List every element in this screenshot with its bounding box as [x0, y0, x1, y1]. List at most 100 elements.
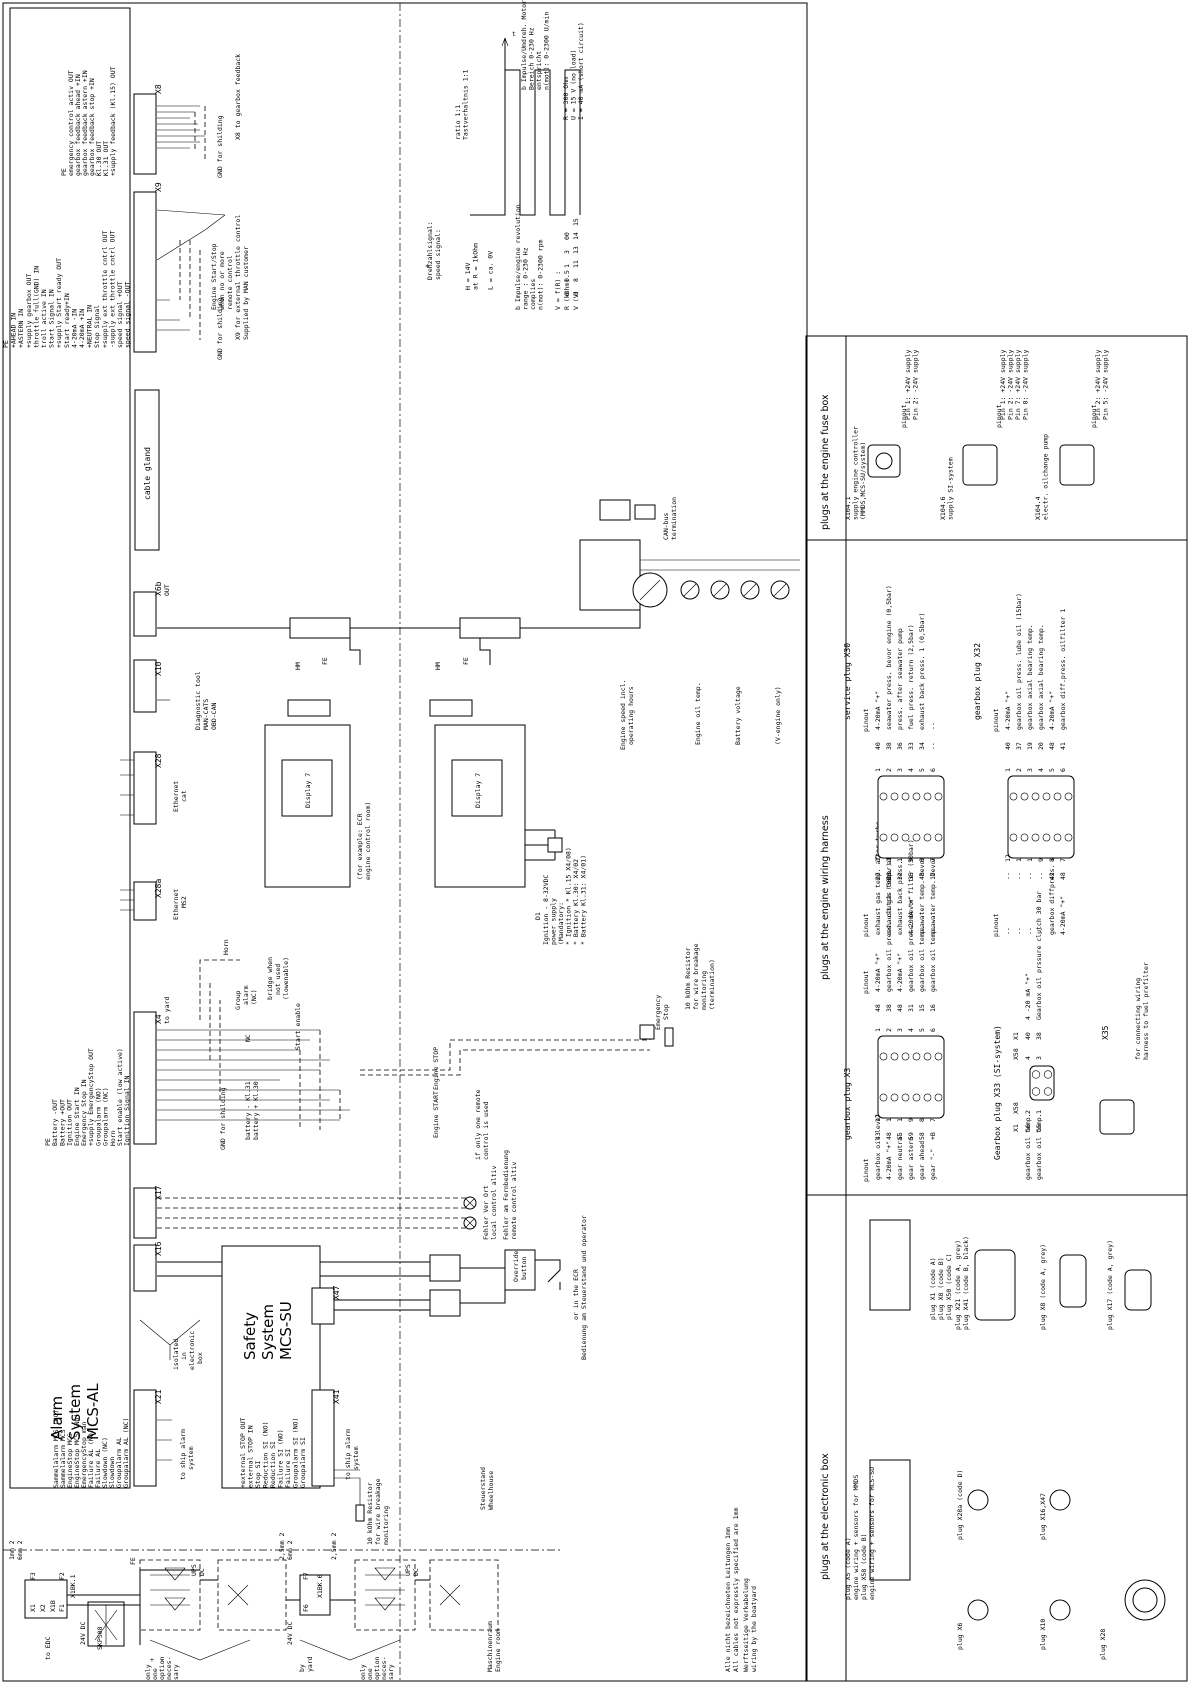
x41-pin-1: external STOP IN	[247, 1425, 255, 1488]
x4-pin-11: Ignition Signal IN	[123, 1075, 131, 1146]
supply-note-0: Ignition - 8-32VDC	[542, 874, 550, 945]
x4-start-enable: Start enable	[294, 1003, 302, 1050]
x8-pin-0: PE	[60, 168, 68, 176]
x3-left-desc-1: 4-20mA "+"	[885, 1141, 893, 1180]
signal-star: *	[425, 263, 430, 272]
x32-left-pin-0: 12	[1004, 854, 1012, 862]
x30-left-desc-2: exhaust back press. 2 (0,5bar)	[896, 818, 904, 935]
x10-note-2: MAN-CATS	[202, 699, 210, 730]
x104-4-pin-1: Pin 5: -24V supply	[1102, 349, 1110, 420]
x21-pin-4: EmergencyStop man	[80, 1421, 88, 1488]
can-term-1: CAN-bus	[662, 513, 670, 540]
x3-plug-pin-hole	[879, 1052, 888, 1061]
x30-right-desc-1: seawater press. bevor engine (0,5bar)	[885, 585, 893, 730]
x30-left-x-3: 35	[907, 872, 915, 880]
x9-pin-5: troll active IN	[40, 289, 48, 348]
x4-group-1: Group	[234, 990, 242, 1010]
x32-left-desc-3: --	[1037, 927, 1045, 935]
x3-left-pin-0: 12	[874, 1114, 882, 1122]
x32-right-x-4: 48	[1048, 742, 1056, 750]
leitungen-1: Alle nicht bezeichneten Leitungen 1mm	[724, 1527, 732, 1672]
x30-plug-pin-hole	[934, 833, 943, 842]
x4-label: X4	[154, 1014, 163, 1024]
x30-plug-pin-hole	[890, 792, 899, 801]
signal-e-2: I = 40 mA (short circuit)	[577, 22, 585, 120]
x4-resistor-1: 10 kOhm Resistor	[684, 947, 692, 1010]
x33-left-desc-1: gearbox oil temp.	[1035, 1113, 1043, 1180]
maschinenraum-2: Engine room	[494, 1629, 502, 1672]
x41-pin-5: Failure SI (NO)	[277, 1429, 285, 1488]
pw-24v-b: 24V DC	[286, 1621, 294, 1645]
power-supply-area: X1 X2 X1B F1 F2 F3 F6 F7 X1BK.1 X1BK.6 2…	[3, 1533, 560, 1680]
hm-1: HM	[294, 662, 302, 670]
x9-label: X9	[154, 182, 163, 192]
x9-pin-16: speed signal -OUT	[124, 281, 132, 348]
x32-right-x-0: 40	[1004, 742, 1012, 750]
x9-engine-2: when no or more	[218, 251, 226, 310]
x6b-sub: OUT	[163, 584, 171, 596]
x33-right-pin-1: 3	[1035, 1056, 1043, 1060]
x30-right-pin-3: 4	[907, 768, 915, 772]
x21-label: X21	[154, 1389, 163, 1404]
display-1-label: Display 7	[304, 773, 312, 808]
x4-nc: NC	[244, 1034, 252, 1042]
x9-engine-3: remote control	[226, 255, 234, 310]
werft-2: wiring by the boatyard	[750, 1586, 758, 1672]
signal-t: t	[512, 30, 516, 38]
x30-right-x-1: 38	[885, 742, 893, 750]
x16-override-2: button	[520, 1256, 528, 1280]
x104-4-pinout: pinout	[1090, 404, 1098, 428]
pw-bottom-a-0: only	[144, 1664, 152, 1680]
pw-bottom-b-2: option	[373, 1656, 381, 1680]
x6b-label: X6b	[154, 581, 163, 596]
x30-left-desc-5: seawater temp. bevor engine	[929, 829, 937, 935]
sig-table-2-3: 11	[572, 260, 580, 268]
x30-left-x-2: 32	[896, 872, 904, 880]
pw-f3: F3	[29, 1572, 37, 1580]
x4-pin-9: Horn	[109, 1130, 117, 1146]
x3-right-pin-1: 2	[885, 1028, 893, 1032]
x3-right-desc-1: gearbox oil press. clutch (30bar)	[885, 863, 893, 992]
x4-pin-1: Battery -OUT	[51, 1099, 59, 1146]
display-1-note-2: engine control room)	[364, 802, 372, 880]
x8-pin-1: emergency control activ OUT	[67, 70, 75, 176]
x41-resistor-2: for wire breakage	[374, 1478, 382, 1545]
x21-pin-3: EngineStop MCS (NO)	[73, 1414, 81, 1488]
pw-x1bk1: X1BK.1	[69, 1574, 77, 1598]
x3-plug	[877, 1035, 945, 1119]
x33-right-desc-0: 4 -20 mA "+"	[1024, 973, 1032, 1020]
x16-override-1: Override	[512, 1251, 520, 1282]
x21-pin-9: Groupalarm AL	[115, 1437, 123, 1488]
x21-note-2: system	[187, 1446, 195, 1470]
sig-table-2-1: 0	[572, 292, 580, 296]
signal-c-1: Tastverhaltnis 1:1	[462, 69, 470, 140]
gauge-engine-speed-1: Engine speed incl.	[619, 680, 627, 750]
x9-note-1: X9 for external throttle control	[234, 215, 242, 340]
x4-engine-start: Engine START	[432, 1091, 440, 1138]
x41-pin-8: Groupalarm SI	[299, 1437, 307, 1488]
plug-x1-0: plug X1 (code A)	[929, 1257, 937, 1320]
pw-yard-1: by	[298, 1664, 306, 1672]
x3-right-desc-2: 4-20mA "+"	[896, 953, 904, 992]
x104-6-pin-3: Pin 8: -24V supply	[1022, 349, 1030, 420]
x4-battery-1: battery - Kl.31	[244, 1081, 252, 1140]
x30-left-pin-3: 9	[907, 858, 915, 862]
x3-right-pin-2: 3	[896, 1028, 904, 1032]
signal-b-3: n(mot): 0-2300 rpm	[537, 239, 545, 310]
x10-connector: X10 Diagnostic tool MAN-CATS OBD-CAN	[133, 659, 218, 730]
x8-pin-4: gearbox feedback stop +IN	[88, 78, 96, 176]
x16-note-2: Bedienung am Steuerstand und operator	[580, 1215, 588, 1360]
x4-bridge-3: (lowenable)	[282, 957, 290, 1000]
x30-left-x-4: 48	[918, 872, 926, 880]
sig-table-1-1: 0	[563, 292, 571, 296]
electronic-plugs: plug X1 (code A)plug X8 (code B)plug X50…	[844, 1099, 1166, 1660]
x41-resistor-1: 10 kOhm Resistor	[366, 1482, 374, 1545]
x3-right-desc-4: gearbox oil temp.	[918, 925, 926, 992]
pw-x1: X1	[29, 1604, 37, 1612]
pw-mm2: 6mm 2	[16, 1540, 24, 1560]
pw-bottom-b-0: only	[359, 1664, 367, 1680]
safety-system-box	[221, 1245, 321, 1489]
x32-left-desc-1: --	[1015, 927, 1023, 935]
x3-right-x-4: 15	[918, 1004, 926, 1012]
alarm-system-box	[9, 7, 131, 1489]
